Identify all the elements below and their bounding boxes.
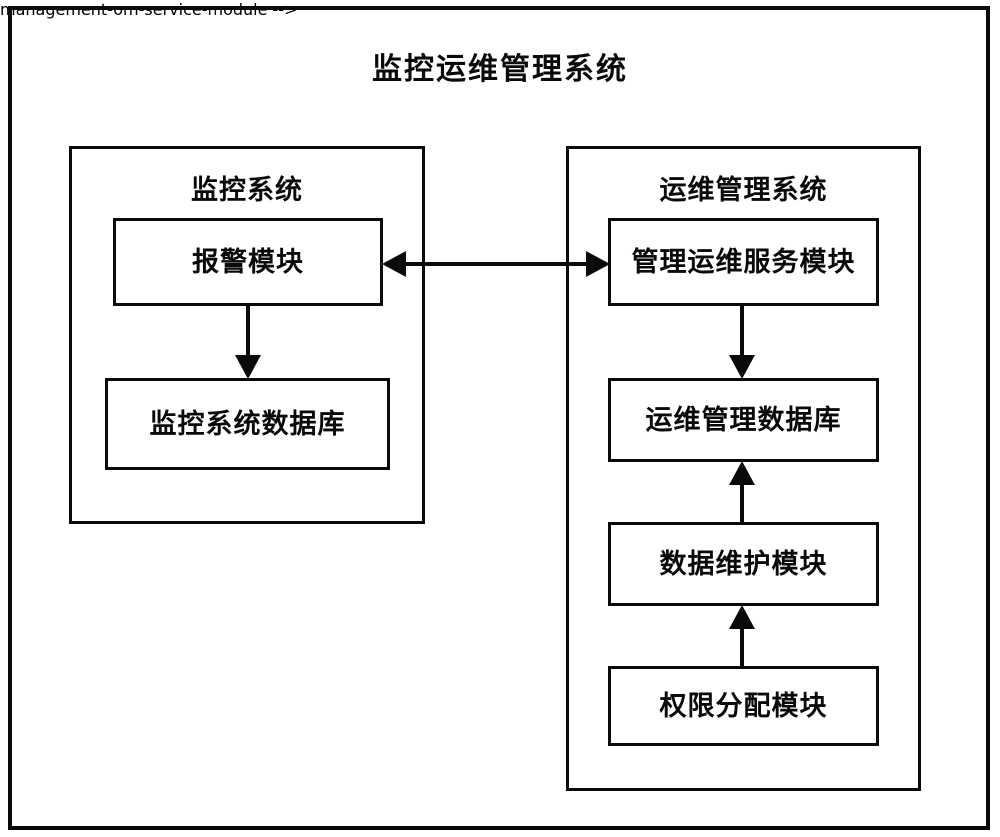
connector-alarm-to-monitoring-db <box>235 305 261 379</box>
connector-service-to-om-db <box>729 305 755 379</box>
node-label-management-om-service-module: 管理运维服务模块 <box>631 246 856 278</box>
connector-alarm-to-service-bidirectional <box>382 251 610 277</box>
node-label-alarm-module: 报警模块 <box>192 246 304 278</box>
node-label-data-maintenance-module: 数据维护模块 <box>659 548 828 580</box>
panel-monitoring-system <box>69 146 425 524</box>
arrowhead-up <box>729 461 755 485</box>
node-permission-allocation-module[interactable]: 权限分配模块 <box>608 666 879 746</box>
connector-permission-to-data-maintenance <box>729 605 755 667</box>
node-label-om-management-database: 运维管理数据库 <box>645 404 842 436</box>
panel-om-management-system <box>566 146 921 791</box>
diagram-title: 监控运维管理系统 <box>372 52 628 87</box>
arrowhead-down <box>235 355 261 379</box>
node-label-monitoring-system-database: 监控系统数据库 <box>149 408 346 440</box>
panel-title-monitoring-system: 监控系统 <box>191 175 303 206</box>
outer-frame <box>8 6 990 830</box>
node-management-om-service-module[interactable]: 管理运维服务模块 <box>608 218 879 306</box>
node-data-maintenance-module[interactable]: 数据维护模块 <box>608 522 879 606</box>
node-om-management-database[interactable]: 运维管理数据库 <box>608 378 879 462</box>
node-alarm-module[interactable]: 报警模块 <box>113 218 383 306</box>
node-label-permission-allocation-module: 权限分配模块 <box>659 690 828 722</box>
arrowhead-left <box>382 251 406 277</box>
connector-data-maintenance-to-om-db <box>729 461 755 523</box>
arrowhead-right <box>586 251 610 277</box>
arrowhead-down <box>729 355 755 379</box>
panel-title-om-management-system: 运维管理系统 <box>659 175 828 206</box>
arrowhead-up <box>729 605 755 629</box>
node-monitoring-system-database[interactable]: 监控系统数据库 <box>105 378 390 470</box>
